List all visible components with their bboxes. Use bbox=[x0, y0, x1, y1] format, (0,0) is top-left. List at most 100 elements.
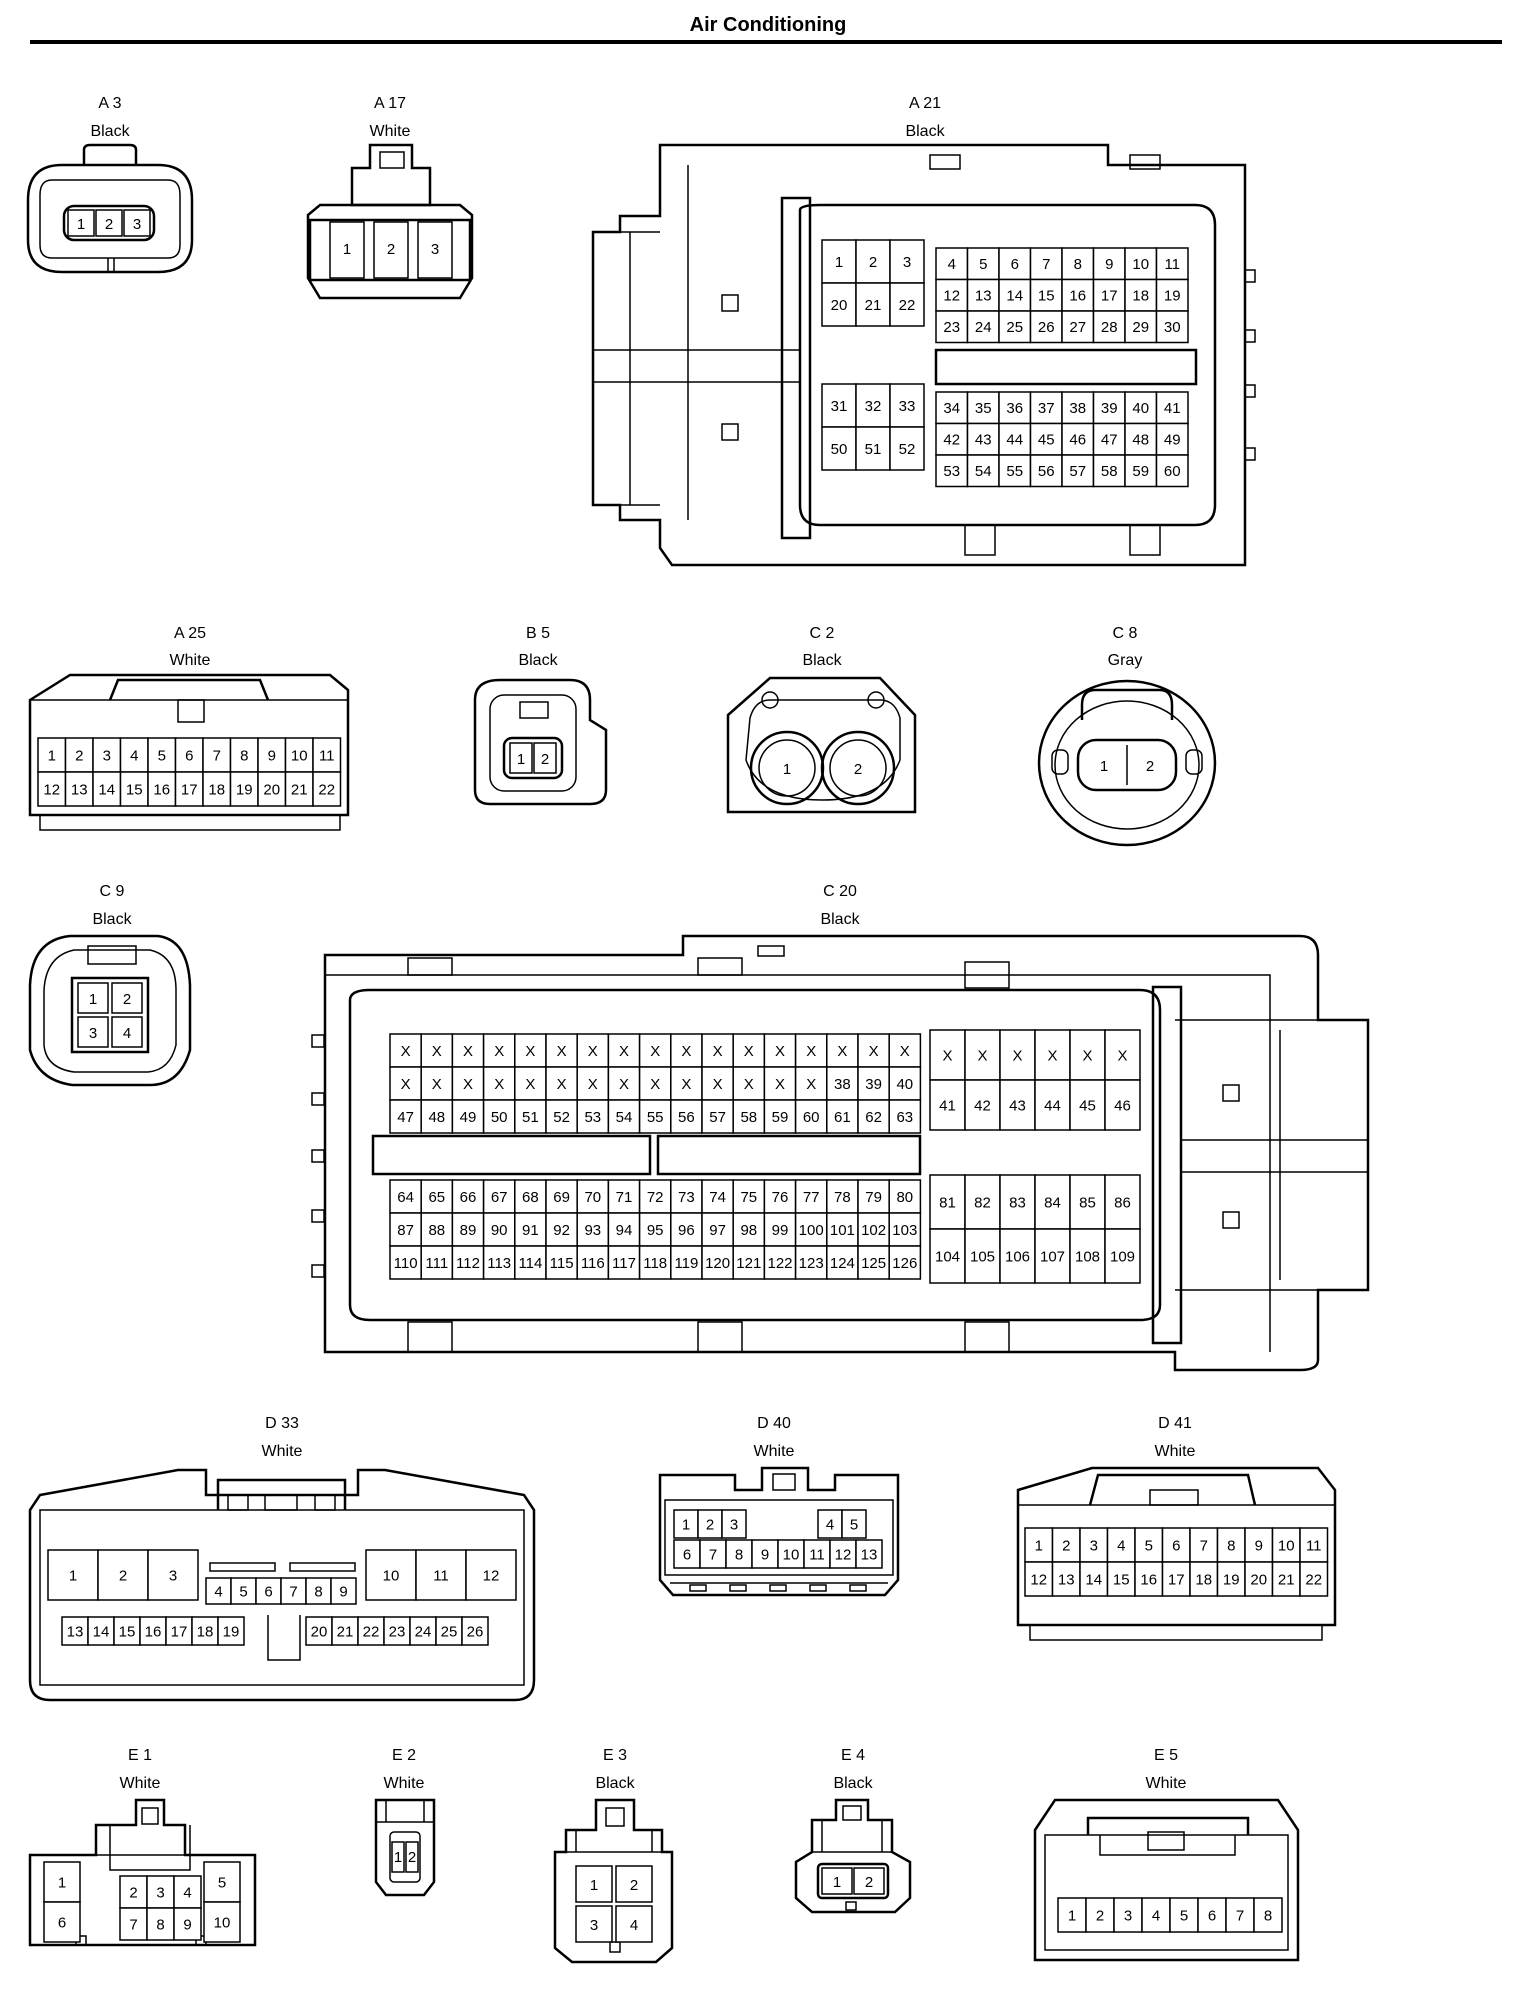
pin-cell bbox=[545, 1212, 578, 1247]
pin-label: 100 bbox=[799, 1222, 824, 1239]
pin-cell bbox=[576, 1245, 610, 1280]
pin-cell bbox=[751, 1539, 779, 1569]
pin-label: 7 bbox=[1042, 256, 1050, 273]
pin-label: 8 bbox=[240, 747, 248, 764]
pin-label: 41 bbox=[939, 1097, 956, 1114]
pin-label: 10 bbox=[783, 1546, 800, 1563]
pin-cell bbox=[61, 1616, 89, 1646]
pin-label: 2 bbox=[105, 216, 113, 233]
pin-cell bbox=[47, 1549, 99, 1601]
pin-label: 26 bbox=[1038, 319, 1055, 336]
pin-label: X bbox=[432, 1076, 442, 1093]
pin-cell bbox=[889, 239, 925, 284]
pin-cell bbox=[331, 1616, 359, 1646]
pin-label: 39 bbox=[865, 1076, 882, 1093]
pin-cell bbox=[966, 391, 1000, 425]
pin-label: 52 bbox=[553, 1109, 570, 1126]
pin-label: 62 bbox=[865, 1109, 882, 1126]
pin-label: 1 bbox=[1068, 1907, 1076, 1924]
pin-label: 1 bbox=[517, 751, 525, 768]
pin-cell bbox=[857, 1245, 890, 1280]
pin-cell bbox=[284, 771, 314, 807]
pin-cell bbox=[699, 1539, 727, 1569]
connector-b5: B 5 Black 1 2 bbox=[473, 625, 608, 806]
pin-label: 2 bbox=[408, 1849, 416, 1866]
pin-cell bbox=[1029, 454, 1063, 488]
pin-cell bbox=[935, 391, 969, 425]
pin-cell bbox=[1124, 454, 1158, 488]
pin-label: 7 bbox=[129, 1916, 137, 1933]
pin-label: 3 bbox=[133, 216, 141, 233]
pin-cell bbox=[64, 737, 94, 773]
pin-cell bbox=[119, 1907, 148, 1941]
pin-label: X bbox=[1012, 1047, 1022, 1064]
pin-label: X bbox=[557, 1043, 567, 1060]
pin-cell bbox=[638, 1033, 672, 1068]
pin-label: 1 bbox=[682, 1516, 690, 1533]
connector-id: A 21 bbox=[909, 95, 941, 112]
pin-label: 71 bbox=[616, 1189, 633, 1206]
connector-color: White bbox=[754, 1443, 795, 1460]
pin-label: 19 bbox=[1164, 288, 1181, 305]
pin-label: 11 bbox=[433, 1567, 449, 1584]
pin-label: 13 bbox=[861, 1546, 878, 1563]
pin-label: 44 bbox=[1044, 1097, 1061, 1114]
pin-label: 2 bbox=[1062, 1537, 1070, 1554]
pin-label: X bbox=[681, 1076, 691, 1093]
pin-label: 9 bbox=[339, 1583, 347, 1600]
pin-label: 47 bbox=[1101, 432, 1118, 449]
pin-cell bbox=[482, 1066, 516, 1101]
pin-label: 8 bbox=[1264, 1907, 1272, 1924]
pin-cell bbox=[465, 1549, 517, 1601]
pin-label: 94 bbox=[616, 1222, 633, 1239]
pin-label: 26 bbox=[467, 1623, 484, 1640]
pin-cell bbox=[964, 1174, 1001, 1230]
pin-label: 66 bbox=[460, 1189, 477, 1206]
pin-label: 18 bbox=[1132, 288, 1149, 305]
pin-label: X bbox=[525, 1076, 535, 1093]
pin-label: 51 bbox=[865, 441, 882, 458]
pin-cell bbox=[576, 1066, 610, 1101]
pin-label: 22 bbox=[363, 1623, 380, 1640]
pin-cell bbox=[1061, 391, 1095, 425]
pin-label: 2 bbox=[1096, 1907, 1104, 1924]
pin-cell bbox=[725, 1539, 753, 1569]
pin-label: 10 bbox=[214, 1914, 231, 1931]
pin-label: 16 bbox=[145, 1623, 162, 1640]
pin-label: 4 bbox=[1152, 1907, 1160, 1924]
pin-cell bbox=[670, 1212, 703, 1247]
pin-cell bbox=[1253, 1897, 1283, 1933]
pin-cell bbox=[857, 1066, 890, 1101]
pin-cell bbox=[1155, 310, 1189, 344]
pin-label: 7 bbox=[1236, 1907, 1244, 1924]
pin-label: X bbox=[463, 1043, 473, 1060]
pin-cell bbox=[817, 1509, 843, 1539]
pin-cell bbox=[451, 1179, 485, 1214]
pin-label: 117 bbox=[612, 1255, 636, 1272]
pin-label: 1 bbox=[590, 1877, 598, 1894]
pin-label: 6 bbox=[264, 1583, 272, 1600]
pin-cell bbox=[1069, 1079, 1106, 1131]
connector-color: Black bbox=[92, 911, 132, 928]
pin-cell bbox=[670, 1033, 703, 1068]
pin-label: X bbox=[869, 1043, 879, 1060]
pin-label: 14 bbox=[1085, 1571, 1102, 1588]
pin-cell bbox=[935, 454, 969, 488]
pin-cell bbox=[37, 771, 67, 807]
pin-label: 31 bbox=[831, 398, 848, 415]
pin-label: 68 bbox=[522, 1189, 539, 1206]
pin-label: 2 bbox=[541, 751, 549, 768]
pin-label: X bbox=[713, 1043, 723, 1060]
pin-label: 22 bbox=[318, 781, 335, 798]
pin-label: X bbox=[1047, 1047, 1057, 1064]
pin-cell bbox=[230, 1577, 257, 1605]
pin-cell bbox=[229, 771, 259, 807]
connector-id: A 3 bbox=[98, 95, 121, 112]
pin-label: 126 bbox=[892, 1255, 917, 1272]
pin-label: 16 bbox=[153, 781, 170, 798]
connector-c9: C 9 Black 1 2 3 4 bbox=[28, 883, 192, 1087]
pin-cell bbox=[1029, 310, 1063, 344]
pin-label: 54 bbox=[975, 463, 992, 480]
